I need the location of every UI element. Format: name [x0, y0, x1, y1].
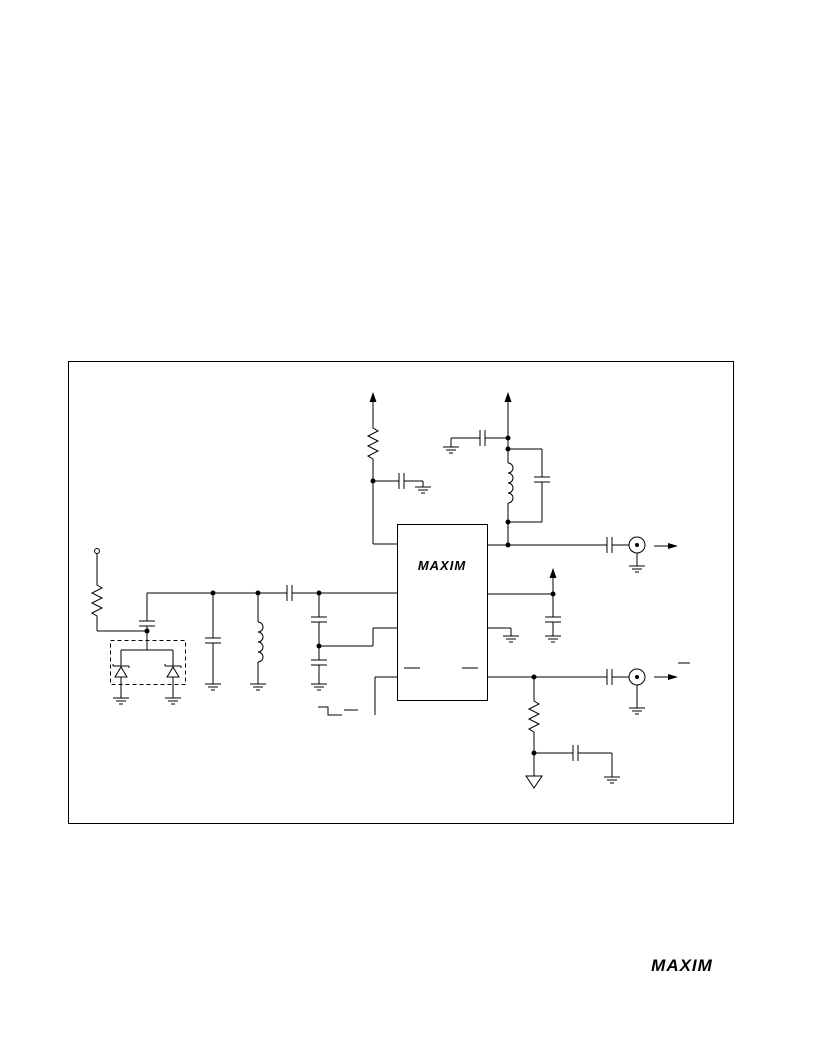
reference-triangle [525, 775, 543, 789]
supply-arrow-3 [549, 568, 557, 594]
ground-symbol [113, 697, 129, 705]
ground-symbol [205, 683, 221, 691]
vcc-bypass-capacitor [545, 616, 561, 623]
ground-symbol [604, 776, 620, 784]
footer-logo: MAXIM [651, 956, 713, 975]
ground-symbol [545, 635, 561, 643]
ic-body [397, 524, 488, 701]
varactor-coupling-capacitor [139, 620, 155, 627]
bypass-capacitor-2 [450, 430, 508, 447]
output-connector-2 [628, 668, 646, 686]
bypass-capacitor-1 [373, 473, 424, 489]
feedback-capacitor-1 [311, 616, 327, 623]
supply-arrow-2 [504, 392, 512, 438]
tank-shunt-capacitor [205, 637, 221, 644]
ground-symbol [311, 683, 327, 691]
junction-dot [144, 628, 150, 634]
series-coupling-capacitor [286, 585, 293, 601]
schematic-frame [68, 361, 734, 824]
tank-shunt-inductor [257, 621, 264, 663]
ground-symbol [503, 635, 519, 643]
ground-symbol [415, 486, 431, 494]
tuning-voltage-terminal [94, 548, 100, 554]
output-connector-1 [628, 536, 646, 554]
ground-symbol [443, 446, 459, 454]
pullup-resistor [366, 425, 380, 462]
bypass-capacitor-3 [534, 745, 613, 777]
supply-arrow-1 [369, 392, 377, 425]
varactor-diode-left [112, 664, 130, 678]
varactor-diode-package [110, 640, 186, 685]
tank-capacitor [534, 476, 550, 483]
junction-dot [505, 519, 511, 525]
output-arrow-2 [654, 674, 678, 680]
pulldown-resistor [527, 698, 541, 736]
enable-signal-symbol [318, 706, 358, 716]
output-coupling-capacitor-2 [606, 669, 613, 685]
output-arrow-1 [654, 543, 678, 549]
tuning-resistor [90, 582, 104, 619]
output-coupling-capacitor-1 [606, 537, 613, 553]
ground-symbol [629, 565, 645, 573]
ground-symbol [629, 707, 645, 715]
ground-symbol [250, 683, 266, 691]
tank-inductor [507, 462, 514, 504]
feedback-capacitor-2 [311, 659, 327, 666]
varactor-diode-right [164, 664, 182, 678]
ic-logo: MAXIM [418, 558, 467, 573]
ground-symbol [165, 697, 181, 705]
